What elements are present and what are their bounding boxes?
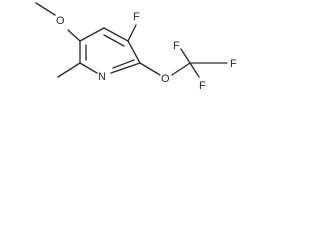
bond-n-c2 (110, 62, 141, 74)
atom-labels: N F O O F F F (56, 11, 237, 92)
atom-cf3-f-top: F (173, 40, 180, 52)
atom-methoxy-oxygen: O (56, 15, 65, 27)
bond-o-methyl (35, 2, 56, 16)
bond-c3-f (127, 24, 137, 42)
bond-c4-c5 (79, 27, 105, 42)
atom-fluoro: F (133, 11, 140, 23)
atom-cf3-f-bottom: F (199, 80, 206, 92)
bond-c2-c3 (127, 40, 141, 64)
bonds (35, 2, 228, 78)
bond-cf3-f-bottom (189, 62, 200, 78)
bond-n-c2-inner (112, 59, 135, 69)
atom-ether-oxygen: O (161, 73, 170, 85)
bond-o-cf3 (171, 62, 191, 76)
bond-c3-c4-inner (103, 34, 125, 47)
bond-c6-methyl (57, 62, 81, 78)
chemical-structure: N F O O F F F (35, 2, 237, 92)
atom-ring-nitrogen: N (98, 71, 106, 83)
bond-cf3-f-top (180, 48, 191, 64)
bond-c6-n (79, 62, 98, 74)
atom-cf3-f-right: F (230, 58, 237, 70)
bond-c2-o (139, 62, 161, 76)
bond-c3-c4 (103, 27, 129, 42)
bond-c5-o (67, 29, 81, 42)
